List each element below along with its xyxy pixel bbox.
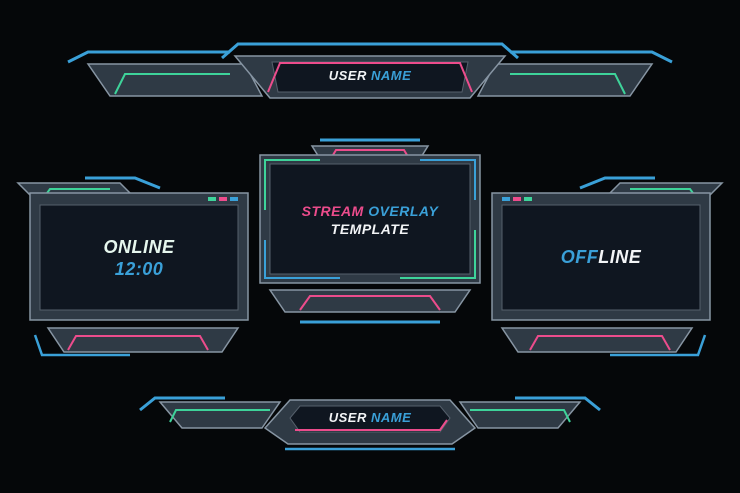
left-bottom-pink-accent: [67, 335, 209, 351]
top-center-pink-accent: [267, 62, 473, 93]
bottom-left-blue-line: [139, 396, 225, 412]
bottom-username-user: USER: [328, 410, 367, 425]
top-banner-graphic: [67, 42, 673, 99]
left-indicator-green: [208, 197, 216, 201]
bottom-right-wing: [458, 401, 582, 429]
center-title-overlay: OVERLAY: [368, 203, 439, 219]
top-right-green-accent: [510, 73, 626, 95]
center-screen: [269, 163, 471, 275]
center-blue-corner-tr: [420, 159, 476, 200]
left-indicator-pink: [219, 197, 227, 201]
left-bottom-bar: [46, 327, 240, 353]
right-bottom-blue-line: [610, 334, 707, 357]
top-right-wing: [476, 63, 654, 97]
left-panel-graphic: [16, 176, 249, 357]
bottom-username-name: NAME: [370, 410, 412, 425]
bottom-banner-graphic: [139, 396, 601, 451]
right-indicator-green: [524, 197, 532, 201]
center-bottom-pink-accent: [299, 295, 441, 311]
right-status-off: OFF: [560, 247, 599, 267]
top-username-user: USER: [328, 68, 367, 83]
top-center-blue-line: [221, 42, 519, 60]
top-username-name: NAME: [370, 68, 412, 83]
left-bottom-blue-line: [33, 334, 130, 357]
left-screen: [39, 204, 239, 311]
top-username-label: USER NAME: [290, 68, 450, 83]
right-indicator-blue: [502, 197, 510, 201]
right-bottom-pink-accent: [529, 335, 671, 351]
center-title: STREAM OVERLAY TEMPLATE: [272, 202, 468, 238]
center-green-corner-br: [400, 230, 476, 279]
bottom-right-blue-line: [515, 396, 601, 412]
left-status-online: ONLINE: [103, 237, 175, 257]
bottom-left-wing: [158, 401, 282, 429]
center-title-stream: STREAM: [301, 203, 364, 219]
center-green-corner-tl: [264, 159, 320, 210]
center-panel-graphic: [259, 138, 481, 324]
top-right-blue-line: [510, 50, 673, 64]
right-indicator-pink: [513, 197, 521, 201]
right-bottom-bar: [500, 327, 694, 353]
left-status-block: ONLINE 12:00: [40, 236, 238, 280]
bottom-left-green-accent: [169, 409, 270, 423]
bottom-right-green-accent: [470, 409, 571, 423]
right-status-line: LINE: [598, 247, 642, 267]
bottom-center-pink-accent: [295, 419, 448, 431]
right-top-blue-line: [579, 176, 655, 190]
center-blue-corner-bl: [264, 240, 340, 279]
center-title-template: TEMPLATE: [330, 221, 410, 237]
top-left-blue-line: [67, 50, 230, 64]
top-left-green-accent: [114, 73, 230, 95]
left-indicator-blue: [230, 197, 238, 201]
left-top-blue-line: [85, 176, 161, 190]
right-screen: [501, 204, 701, 311]
top-left-wing: [86, 63, 264, 97]
bottom-center-screen: [289, 405, 451, 433]
right-status-block: OFFLINE: [502, 247, 700, 268]
bottom-username-label: USER NAME: [290, 410, 450, 425]
left-status-time: 12:00: [114, 259, 164, 279]
right-panel-graphic: [491, 176, 724, 357]
